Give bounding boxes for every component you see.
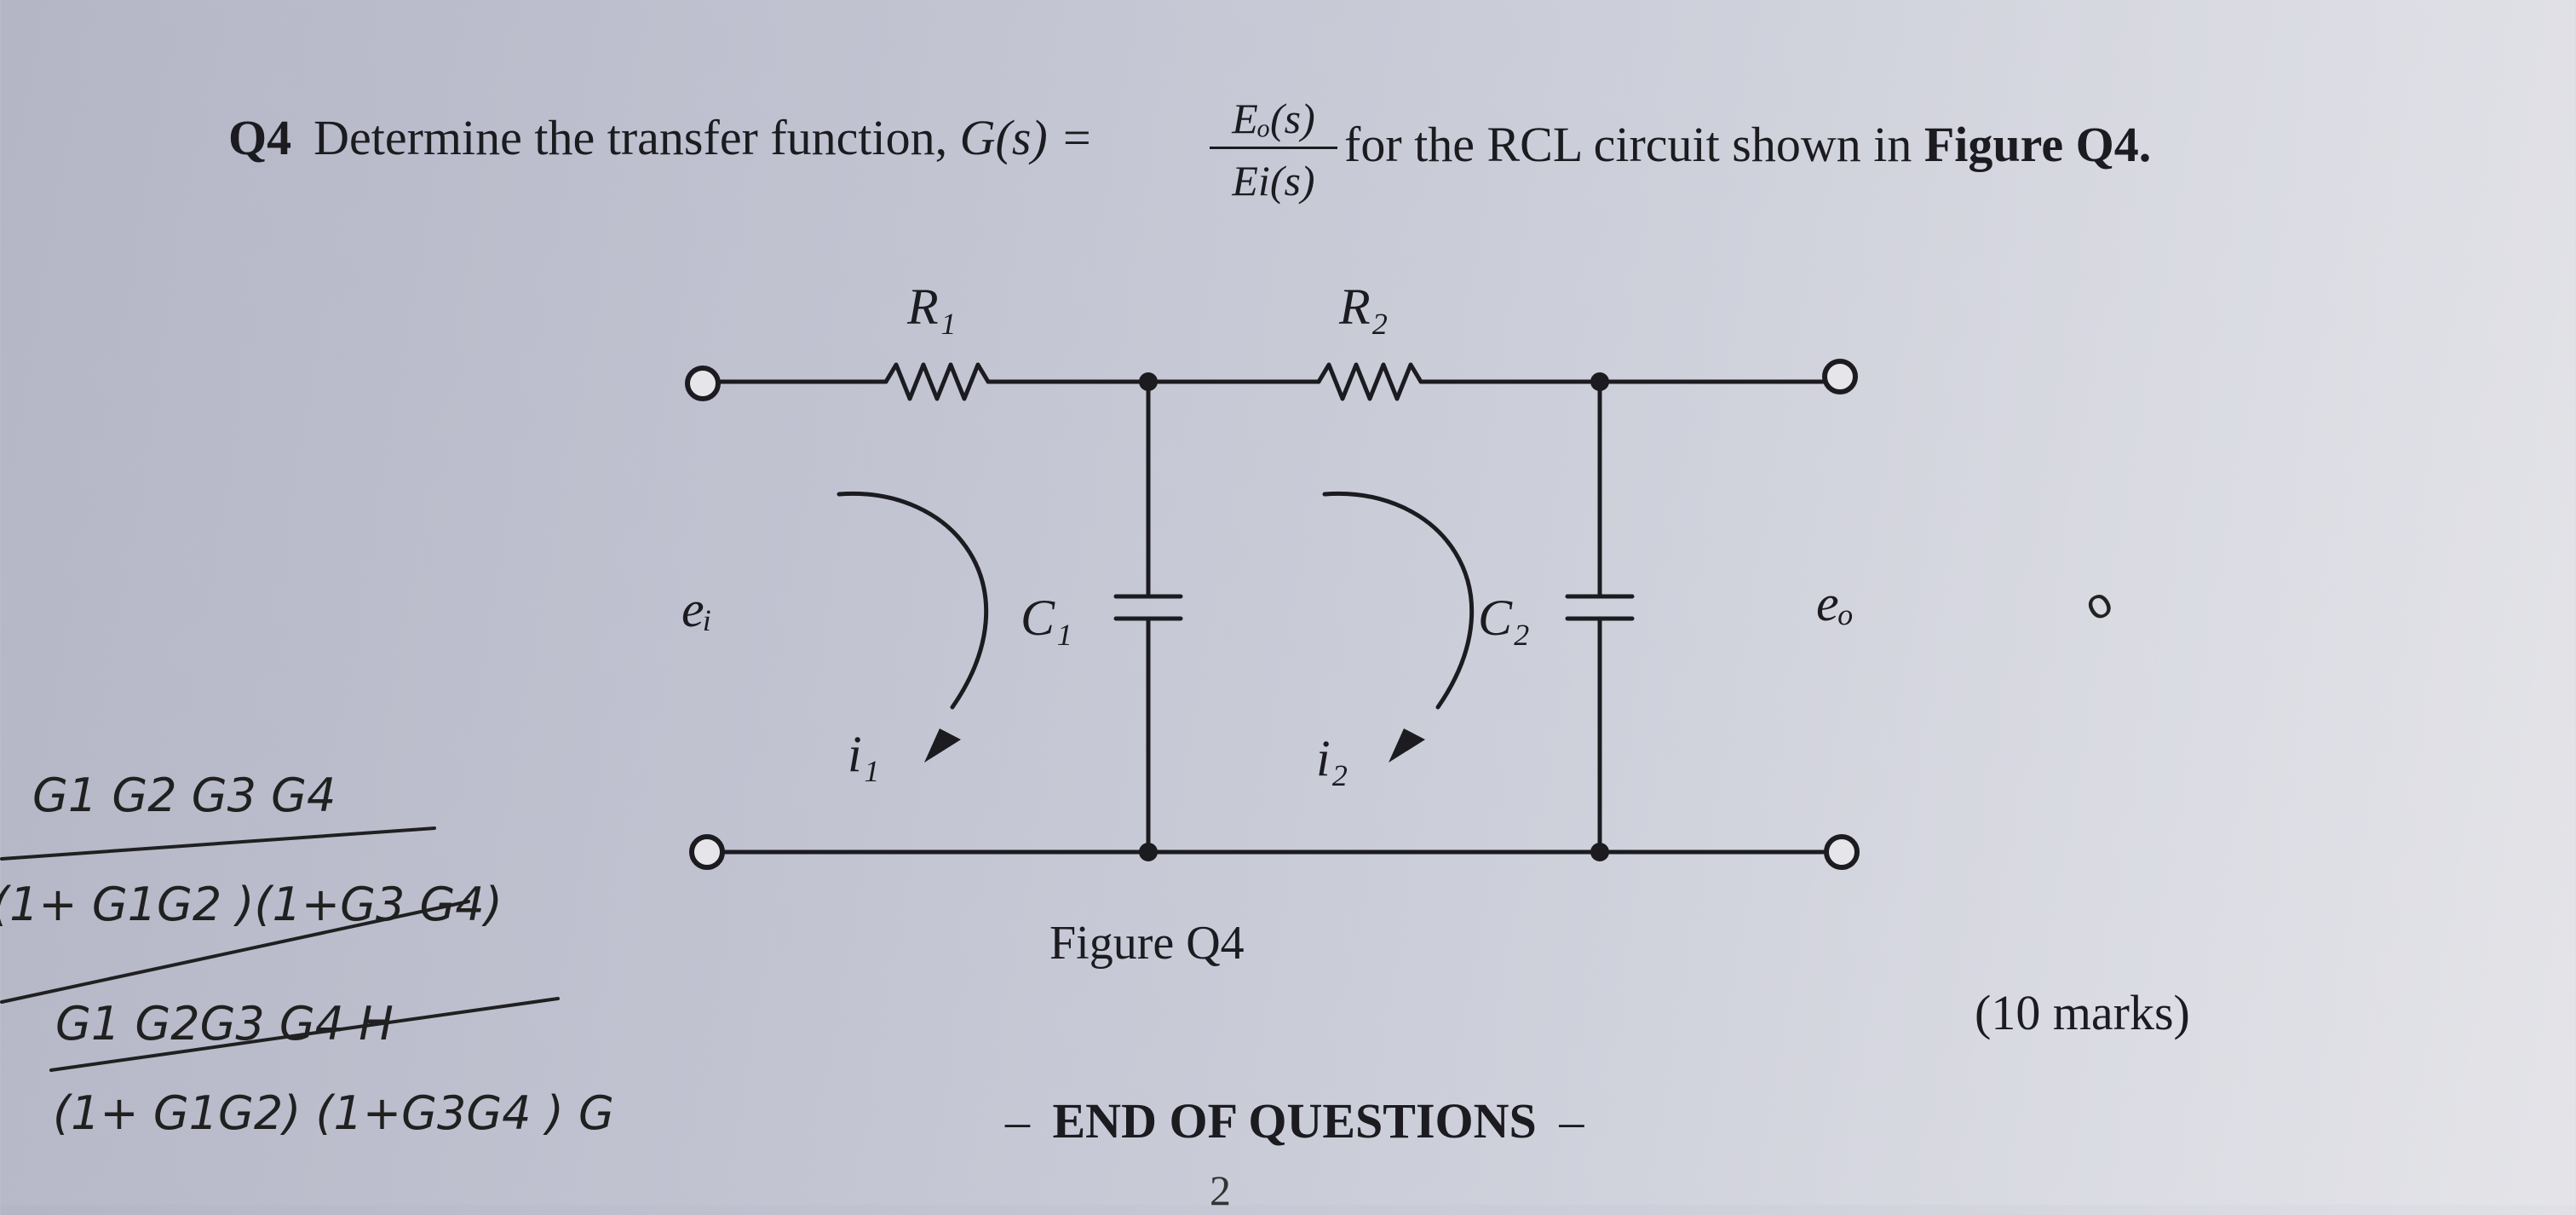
hw-line-2: (1+ G1G2 )(1+G3 G4) [0, 878, 503, 931]
arrowhead-i1 [924, 728, 961, 763]
equation-lhs: G(s) = [959, 110, 1094, 165]
resistor-r2-symbol [1316, 362, 1423, 401]
marks-label: (10 marks) [1975, 985, 2190, 1040]
input-terminal-bottom [689, 834, 725, 870]
end-dash-right: – [1559, 1093, 1584, 1149]
arrowhead-i2 [1389, 728, 1425, 763]
label-i2: i₂ [1316, 730, 1348, 786]
question-period: . [2138, 117, 2152, 172]
question-text-after: for the RCL circuit shown in [1344, 117, 1912, 172]
junction-bottom-c2 [1590, 843, 1609, 861]
figure-reference: Figure Q4 [1923, 117, 2139, 172]
junction-top-c1 [1139, 372, 1158, 391]
loop-arrow-i1 [837, 491, 989, 710]
fraction-bar [1210, 147, 1337, 149]
fraction-denominator: Ei(s) [1232, 157, 1315, 204]
end-of-questions: – END OF QUESTIONS – [1005, 1092, 1584, 1149]
junction-bottom-c1 [1139, 843, 1158, 861]
end-text: END OF QUESTIONS [1052, 1093, 1537, 1149]
figure-caption: Figure Q4 [1049, 917, 1245, 970]
resistor-r1-symbol [883, 362, 991, 401]
question-text: Determine the transfer function, [313, 110, 948, 165]
label-ei: eᵢ [681, 581, 712, 637]
input-terminal-top [685, 366, 721, 401]
hw-line-3: G1 G2G3 G4 H [55, 997, 394, 1051]
margin-pen-mark: o [2076, 578, 2121, 631]
hw-fraction-line-1 [0, 826, 436, 861]
question-number: Q4 [228, 110, 292, 165]
handwritten-working: G1 G2 G3 G4 (1+ G1G2 )(1+G3 G4) G1 G2G3 … [0, 769, 613, 1140]
output-terminal-bottom [1824, 834, 1860, 870]
fraction-numerator: Eₒ(s) [1232, 95, 1315, 142]
label-eo: eₒ [1816, 575, 1854, 631]
end-dash-left: – [1005, 1093, 1030, 1149]
transfer-fraction: Eₒ(s) Ei(s) [1210, 94, 1337, 205]
page-number: 2 [1210, 1166, 1231, 1214]
loop-arrow-i2 [1322, 491, 1475, 710]
junction-top-c2 [1590, 372, 1609, 391]
hw-fraction-line-2 [0, 900, 470, 1004]
hw-fraction-line-3 [49, 997, 560, 1072]
hw-line-1: G1 G2 G3 G4 [32, 769, 336, 822]
question-line: Q4 Determine the transfer function, G(s) … [228, 109, 1093, 166]
question-tail: for the RCL circuit shown in Figure Q4. [1344, 116, 2151, 173]
label-r2: R₂ [1338, 279, 1389, 335]
label-c2: C₂ [1478, 590, 1530, 646]
output-terminal-top [1822, 359, 1858, 394]
label-r1: R₁ [906, 279, 957, 335]
label-c1: C₁ [1021, 590, 1072, 646]
label-i1: i₁ [848, 726, 880, 782]
hw-line-4: (1+ G1G2) (1+G3G4 ) G1 [53, 1086, 613, 1140]
